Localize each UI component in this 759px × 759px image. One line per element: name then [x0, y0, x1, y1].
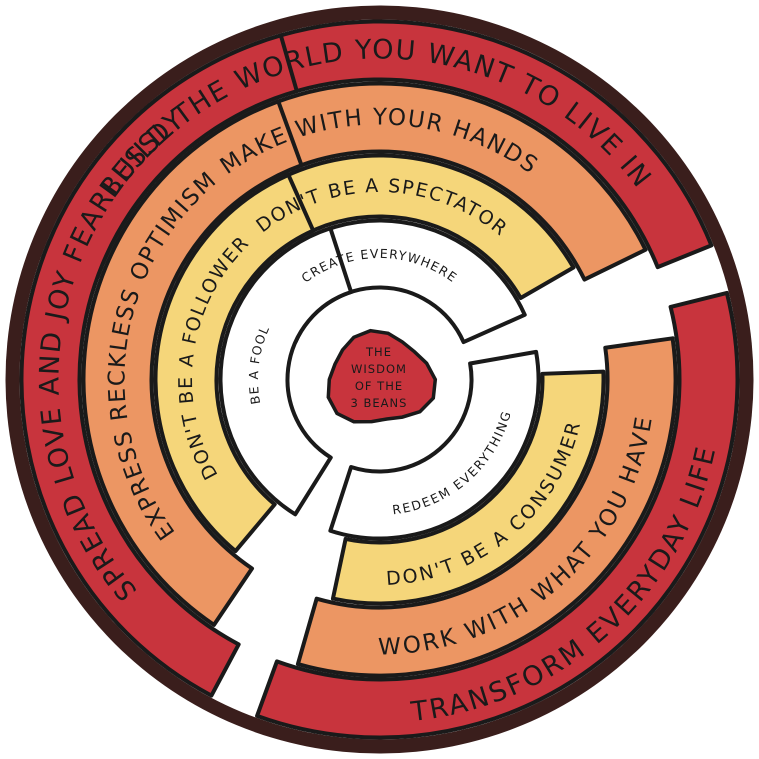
center-line-2: WISDOM: [351, 362, 407, 376]
center-bean: THE WISDOM OF THE 3 BEANS: [326, 328, 438, 424]
segment-right-red: [255, 290, 740, 740]
segment-right-orange: [295, 336, 678, 678]
center-line-1: THE: [365, 345, 392, 359]
center-bean-shape: [326, 328, 438, 424]
center-line-4: 3 BEANS: [351, 396, 408, 410]
center-line-3: OF THE: [355, 379, 403, 393]
segment-left-yellow: [153, 172, 316, 554]
ring-segments: [19, 19, 740, 740]
segment-left-orange: [81, 99, 304, 627]
segment-right-yellow: [330, 369, 606, 606]
segment-left-white: [218, 226, 354, 517]
segment-left-red: [19, 33, 299, 698]
segment-right-white: [328, 349, 541, 541]
